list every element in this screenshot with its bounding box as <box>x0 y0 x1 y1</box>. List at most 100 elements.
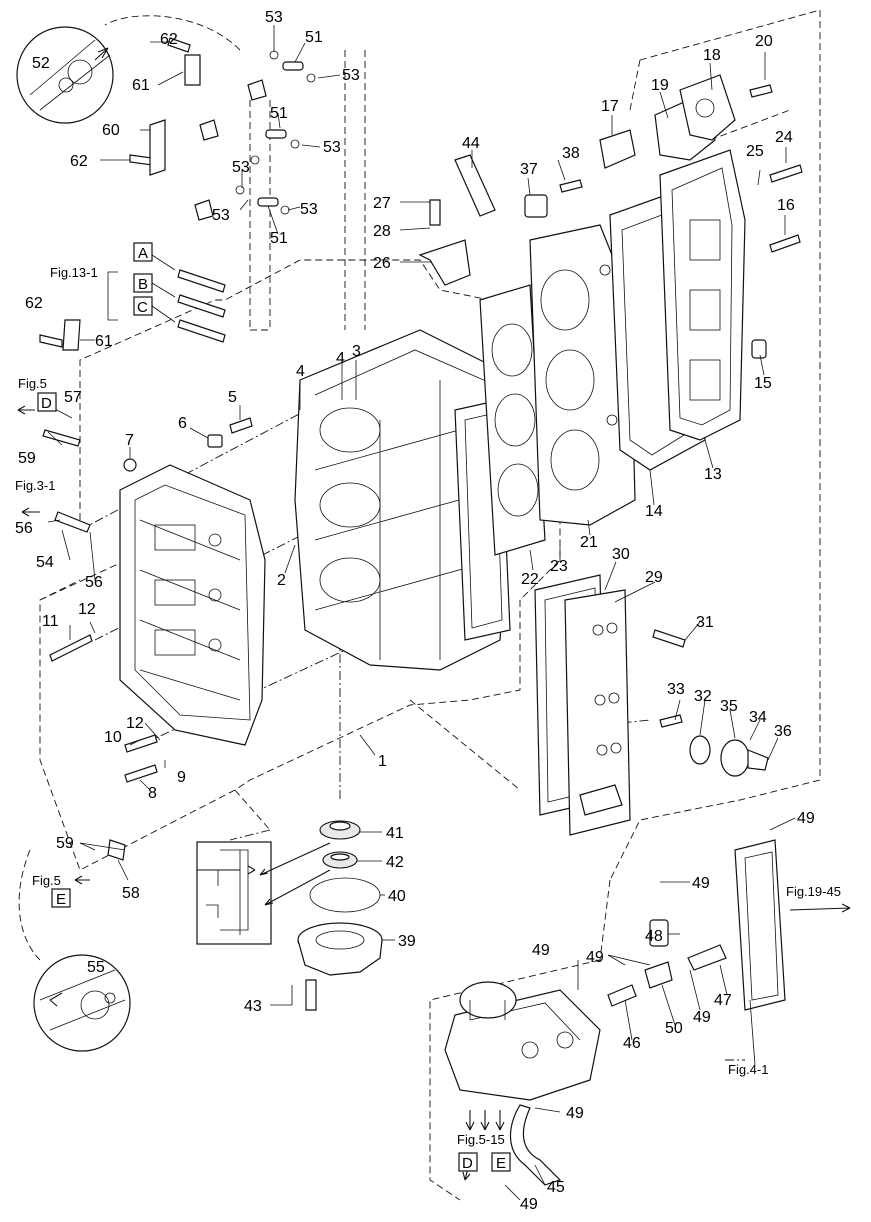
label-48: 48 <box>645 928 663 945</box>
ref-fig5-bottom: Fig.5 <box>32 873 61 888</box>
label-22: 22 <box>521 571 539 588</box>
label-53: 53 <box>300 201 318 218</box>
box-B <box>133 273 153 293</box>
box-D-left-label: D <box>41 395 52 412</box>
label-19: 19 <box>651 77 669 94</box>
label-59: 59 <box>18 450 36 467</box>
label-49: 49 <box>532 942 550 959</box>
seal-detail-inset <box>196 841 272 945</box>
label-62: 62 <box>25 295 43 312</box>
part-labels: 53 51 53 62 61 60 62 51 53 53 53 53 51 5… <box>15 9 815 1213</box>
label-13: 13 <box>704 466 722 483</box>
label-54: 54 <box>36 554 54 571</box>
label-29: 29 <box>645 569 663 586</box>
pressure-valve <box>689 735 769 777</box>
label-57: 57 <box>64 389 82 406</box>
label-49: 49 <box>520 1196 538 1213</box>
label-61: 61 <box>95 333 113 350</box>
cylinder-head-group <box>479 224 636 556</box>
label-47: 47 <box>714 992 732 1009</box>
label-56: 56 <box>15 520 33 537</box>
left-cover-housing <box>119 464 266 746</box>
label-33: 33 <box>667 681 685 698</box>
box-D-bottom-label: D <box>462 1155 473 1172</box>
label-12: 12 <box>78 601 96 618</box>
box-D-left <box>37 392 57 412</box>
label-18: 18 <box>703 47 721 64</box>
label-25: 25 <box>746 143 764 160</box>
small-parts <box>39 37 803 1011</box>
label-26: 26 <box>373 255 391 272</box>
box-C <box>133 296 153 316</box>
label-40: 40 <box>388 888 406 905</box>
cylinder-block <box>294 329 516 671</box>
label-1: 1 <box>378 753 387 770</box>
label-59: 59 <box>56 835 74 852</box>
thermostat-cover <box>654 74 736 161</box>
label-7: 7 <box>125 432 134 449</box>
label-49: 49 <box>797 810 815 827</box>
leader-lines <box>47 25 796 1201</box>
label-55: 55 <box>87 959 105 976</box>
ref-fig13-1: Fig.13-1 <box>50 265 98 280</box>
label-41: 41 <box>386 825 404 842</box>
label-3: 3 <box>352 343 361 360</box>
label-17: 17 <box>601 98 619 115</box>
label-27: 27 <box>373 195 391 212</box>
box-A-label: A <box>138 245 148 262</box>
label-36: 36 <box>774 723 792 740</box>
label-52: 52 <box>32 55 50 72</box>
box-B-label: B <box>138 276 148 293</box>
label-9: 9 <box>177 769 186 786</box>
label-62: 62 <box>70 153 88 170</box>
label-51: 51 <box>270 230 288 247</box>
box-A <box>133 242 153 262</box>
label-62: 62 <box>160 31 178 48</box>
box-E-left <box>51 888 71 908</box>
label-16: 16 <box>777 197 795 214</box>
head-cover-group <box>609 149 746 471</box>
ref-fig4-1: Fig.4-1 <box>728 1062 768 1077</box>
label-49: 49 <box>693 1009 711 1026</box>
label-53: 53 <box>232 159 250 176</box>
label-11: 11 <box>42 613 59 630</box>
label-37: 37 <box>520 161 538 178</box>
label-21: 21 <box>580 534 598 551</box>
label-31: 31 <box>696 614 714 631</box>
ref-fig19-45: Fig.19-45 <box>786 884 841 899</box>
box-E-bottom-label: E <box>496 1155 506 1172</box>
label-14: 14 <box>645 503 663 520</box>
label-39: 39 <box>398 933 416 950</box>
label-35: 35 <box>720 698 738 715</box>
box-E-left-label: E <box>56 891 66 908</box>
label-49: 49 <box>586 949 604 966</box>
label-53: 53 <box>265 9 283 26</box>
label-49: 49 <box>692 875 710 892</box>
label-53: 53 <box>212 207 230 224</box>
ref-fig3-1: Fig.3-1 <box>15 478 55 493</box>
label-38: 38 <box>562 145 580 162</box>
label-46: 46 <box>623 1035 641 1052</box>
arrows <box>17 405 851 1181</box>
ref-fig5-15: Fig.5-15 <box>457 1132 505 1147</box>
label-56: 56 <box>85 574 103 591</box>
label-2: 2 <box>277 572 286 589</box>
box-D-bottom <box>458 1152 478 1172</box>
label-51: 51 <box>270 105 288 122</box>
label-49: 49 <box>566 1105 584 1122</box>
label-43: 43 <box>244 998 262 1015</box>
label-8: 8 <box>148 785 157 802</box>
label-58: 58 <box>122 885 140 902</box>
label-30: 30 <box>612 546 630 563</box>
label-4: 4 <box>336 350 345 367</box>
label-4: 4 <box>296 363 305 380</box>
label-53: 53 <box>323 139 341 156</box>
label-61: 61 <box>132 77 150 94</box>
label-6: 6 <box>178 415 187 432</box>
label-42: 42 <box>386 854 404 871</box>
label-34: 34 <box>749 709 767 726</box>
detail-circle-55 <box>33 954 131 1052</box>
label-44: 44 <box>462 135 480 152</box>
label-28: 28 <box>373 223 391 240</box>
label-15: 15 <box>754 375 772 392</box>
